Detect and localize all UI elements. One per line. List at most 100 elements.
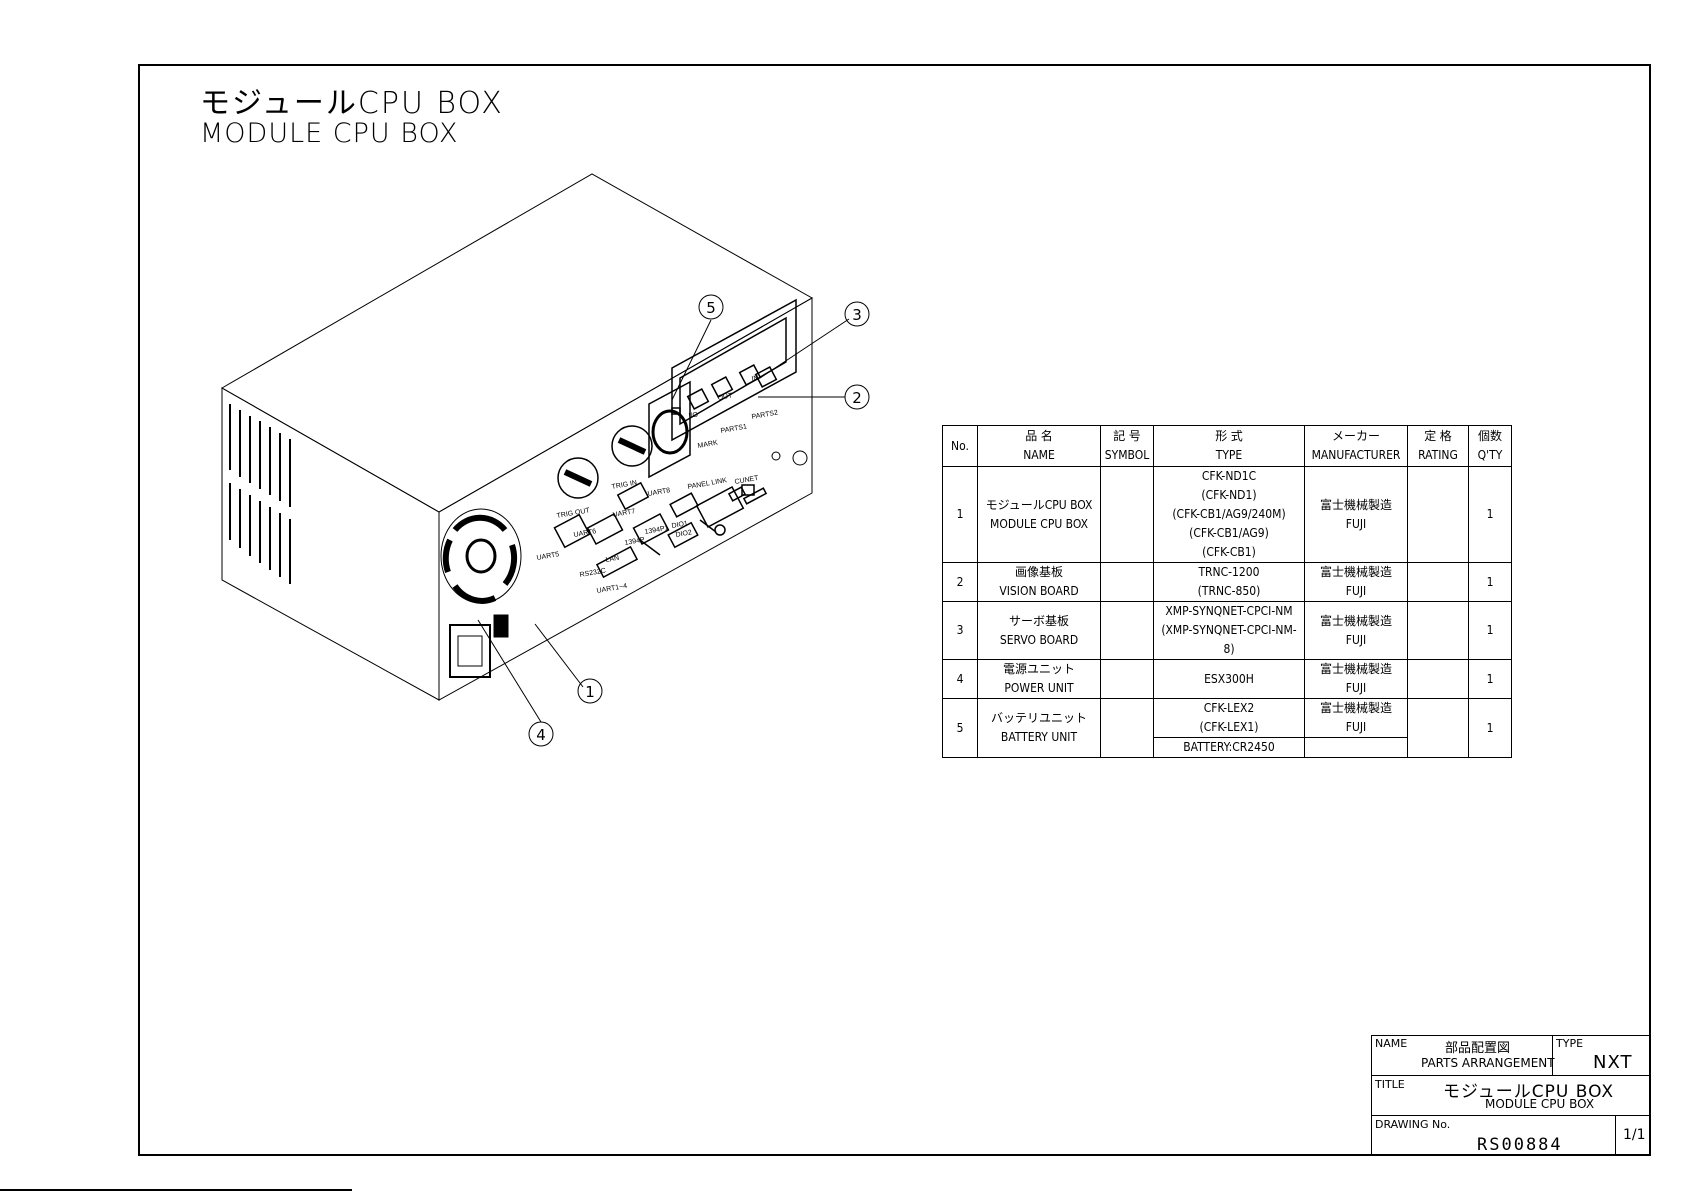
power-inlet	[449, 624, 491, 678]
label-lan: LAN	[605, 555, 620, 564]
callout-1: 1	[585, 683, 595, 701]
label-io: I/O	[688, 411, 699, 420]
label-rs232c: RS232C	[579, 567, 606, 578]
label-uart1-4: UART1~4	[596, 583, 628, 595]
row-symbol	[1100, 466, 1154, 563]
page-title-jp: モジュールCPU BOX	[200, 86, 504, 121]
row-no: 5	[942, 698, 978, 758]
row-rating	[1407, 698, 1469, 758]
side-vents	[229, 404, 291, 584]
label-trig-in: TRIG IN	[611, 480, 637, 491]
bottom-rule	[0, 1189, 352, 1191]
box-front-face	[438, 297, 813, 701]
row-qty: 1	[1468, 698, 1512, 758]
tb-sheet: 1/1	[1623, 1127, 1646, 1143]
label-uart6: UART6	[573, 528, 597, 539]
label-1394p: 1394P	[624, 537, 645, 547]
leader-line-4	[477, 619, 542, 723]
row-symbol	[1100, 562, 1154, 602]
label-mark: MARK	[697, 440, 718, 450]
title-block: NAME 部品配置図 PARTS ARRANGEMENT TYPE NXT TI…	[1371, 1035, 1651, 1156]
row-type: CFK-ND1C(CFK-ND1)(CFK-CB1/AG9/240M)(CFK-…	[1153, 466, 1305, 563]
leader-line-5	[671, 319, 712, 401]
label-parts2: PARTS2	[751, 409, 779, 421]
label-parts1: PARTS1	[720, 423, 748, 435]
label-cunet: CUNET	[734, 475, 760, 486]
tb-sheet-cell	[1615, 1115, 1651, 1156]
row-type: ESX300H	[1153, 659, 1305, 699]
row-no: 3	[942, 601, 978, 660]
row-no: 2	[942, 562, 978, 602]
screw	[792, 450, 808, 466]
row-rating	[1407, 466, 1469, 563]
callout-2: 2	[852, 389, 862, 407]
tb-name-en: PARTS ARRANGEMENT	[1421, 1056, 1555, 1070]
row-qty: 1	[1468, 659, 1512, 699]
connector-panel	[553, 425, 768, 579]
tb-drawing-label: DRAWING No.	[1375, 1118, 1451, 1131]
row-rating	[1407, 601, 1469, 660]
row-qty: 1	[1468, 601, 1512, 660]
callout-3: 3	[852, 306, 862, 324]
row-type: TRNC-1200(TRNC-850)	[1153, 562, 1305, 602]
callout-4: 4	[536, 726, 546, 744]
leader-line-1	[534, 623, 584, 688]
label-uart5: UART5	[536, 551, 560, 562]
table-row-sub: BATTERY:CR2450	[943, 737, 1512, 758]
tb-title-jp: モジュールCPU BOX	[1443, 1082, 1615, 1102]
row-symbol	[1100, 698, 1154, 758]
leader-line-3	[759, 318, 850, 379]
row-rating	[1407, 659, 1469, 699]
row-no: 1	[942, 466, 978, 563]
battery-unit	[648, 380, 691, 479]
screw	[771, 451, 781, 461]
row-type: XMP-SYNQNET-CPCI-NM(XMP-SYNQNET-CPCI-NM-…	[1153, 601, 1305, 660]
label-in: IN	[751, 375, 759, 383]
label-1394p1: 1394P1	[644, 525, 669, 536]
label-panel-link: PANEL LINK	[687, 477, 728, 491]
tb-title-label: TITLE	[1375, 1078, 1405, 1091]
row-qty: 1	[1468, 562, 1512, 602]
label-dio2: DIO2	[675, 529, 692, 539]
row-type-battery: BATTERY:CR2450	[1153, 737, 1305, 758]
power-switch	[493, 614, 509, 638]
box-top-face	[220, 173, 814, 513]
header-no: No.	[942, 425, 978, 467]
tb-type-value: NXT	[1593, 1052, 1633, 1073]
tb-drawing-no: RS00884	[1477, 1135, 1563, 1155]
row-maker-empty	[1304, 737, 1408, 758]
row-symbol	[1100, 659, 1154, 699]
callout-5: 5	[706, 299, 716, 317]
row-qty: 1	[1468, 466, 1512, 563]
tb-name-label: NAME	[1375, 1037, 1408, 1050]
row-rating	[1407, 562, 1469, 602]
drawing-frame	[138, 64, 1651, 1156]
tb-type-label: TYPE	[1556, 1037, 1584, 1050]
row-symbol	[1100, 601, 1154, 660]
page-title-en: MODULE CPU BOX	[200, 118, 459, 149]
row-no: 4	[942, 659, 978, 699]
